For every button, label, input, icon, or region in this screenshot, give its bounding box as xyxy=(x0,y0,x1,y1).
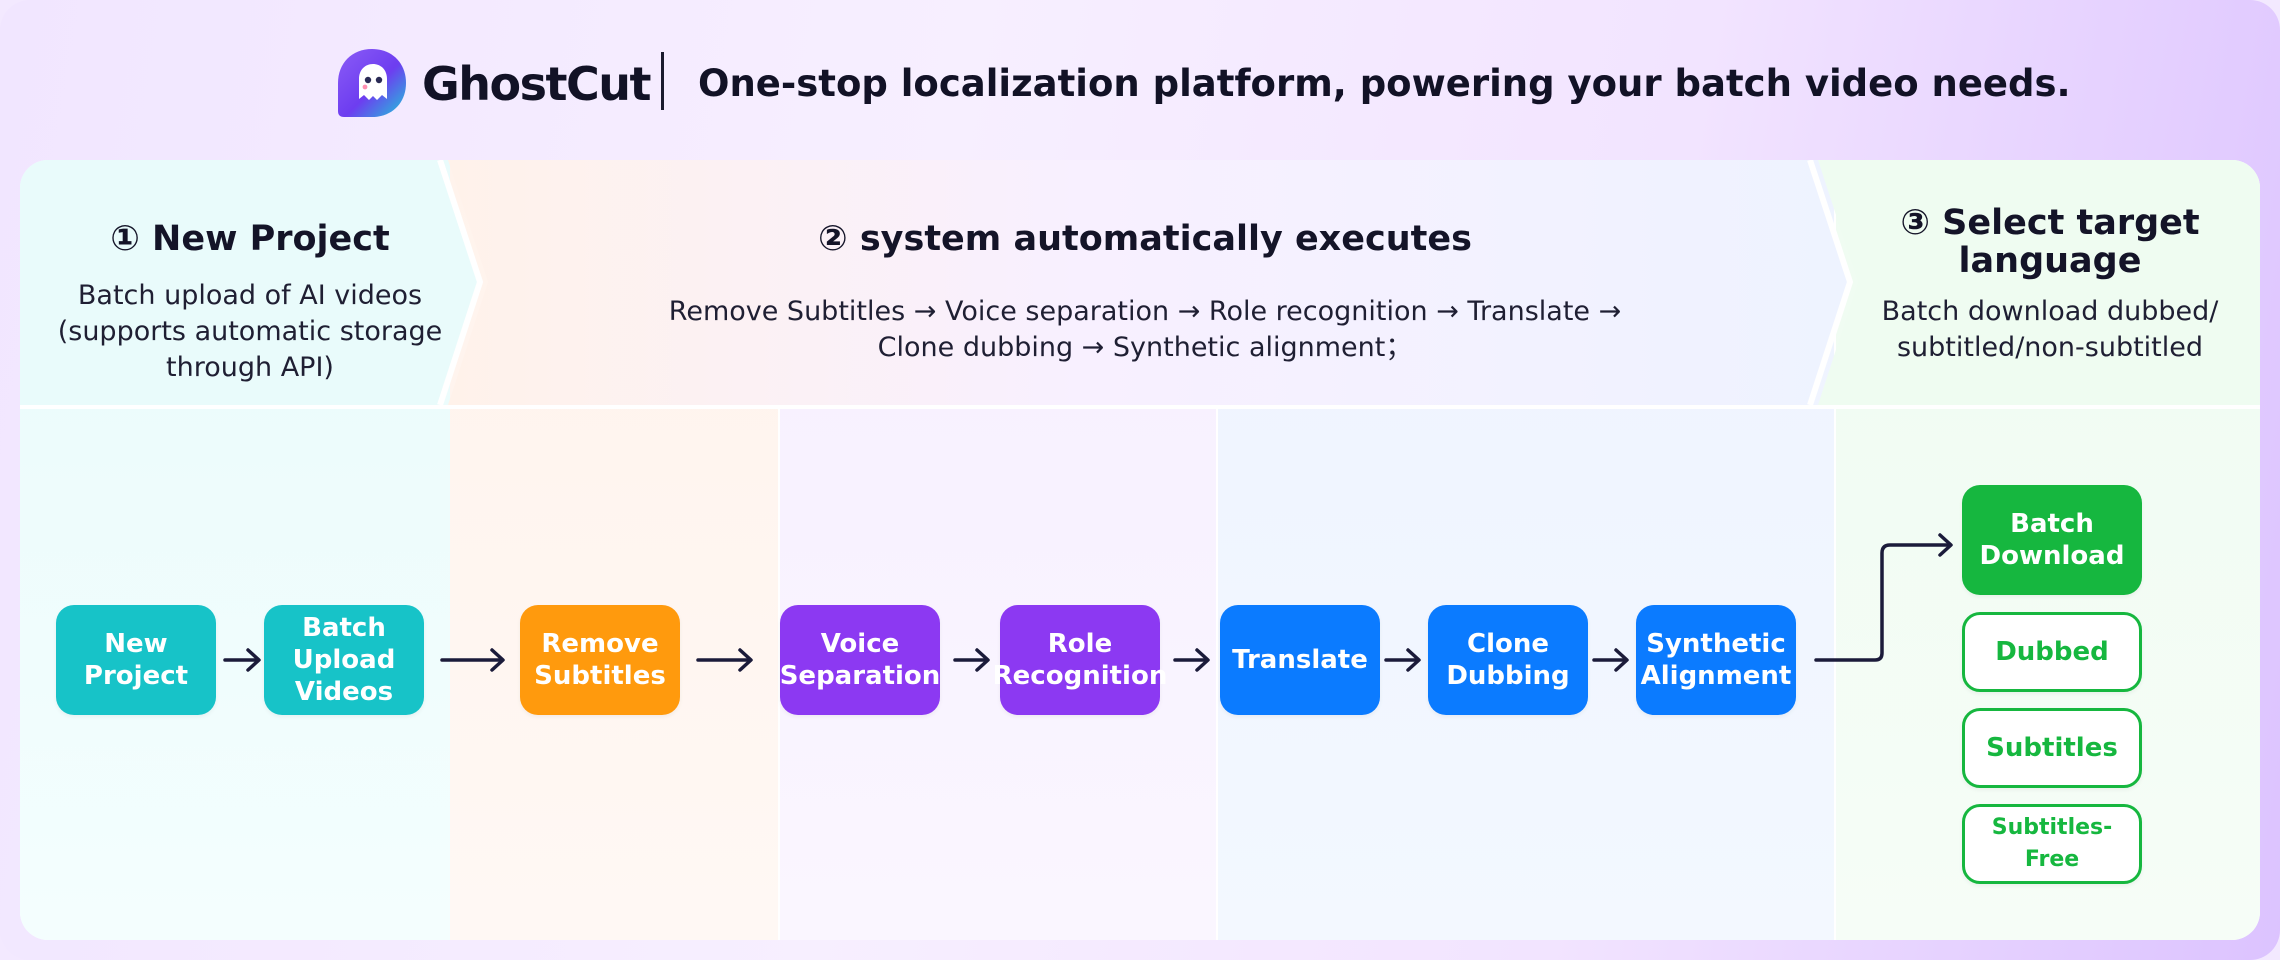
step-1-desc-line: (supports automatic storage xyxy=(57,316,443,347)
header-divider xyxy=(661,52,664,110)
step-3-title-line: ③ Select target xyxy=(1900,203,2200,243)
step-2-desc-line: Clone dubbing → Synthetic alignment； xyxy=(877,332,1413,363)
ghost-logo-icon xyxy=(338,49,406,117)
tagline: One-stop localization platform, powering… xyxy=(698,62,2071,105)
dubbed-option: Dubbed xyxy=(1962,612,2142,692)
step-2-title: ② system automatically executes xyxy=(818,219,1472,259)
subtitles-free-option: Subtitles-Free xyxy=(1962,804,2142,884)
header: GhostCut One-stop localization platform,… xyxy=(0,0,2280,160)
step-2-desc-line: Remove Subtitles → Voice separation → Ro… xyxy=(668,296,1622,327)
translate-node: Translate xyxy=(1220,605,1380,715)
subtitles-option: Subtitles xyxy=(1962,708,2142,788)
workflow-board: ① New Project Batch upload of AI videos … xyxy=(20,160,2260,940)
band-separator xyxy=(20,405,2260,409)
step-header-band xyxy=(20,160,2260,405)
step-1-desc-line: Batch upload of AI videos xyxy=(77,280,423,311)
step-3-title-line: language xyxy=(1958,241,2142,281)
step-3-description: Batch download dubbed/ subtitled/non-sub… xyxy=(1855,294,2245,366)
step-3-title: ③ Select target language xyxy=(1860,204,2240,280)
step-1-title: ① New Project xyxy=(110,219,390,259)
step-1-desc-line: through API) xyxy=(166,352,334,383)
step-3-desc-line: Batch download dubbed/ xyxy=(1881,296,2219,327)
brand-name: GhostCut xyxy=(422,57,651,111)
step-2-description: Remove Subtitles → Voice separation → Ro… xyxy=(500,294,1790,366)
step-3-desc-line: subtitled/non-subtitled xyxy=(1896,332,2204,363)
step-1-description: Batch upload of AI videos (supports auto… xyxy=(30,278,470,386)
